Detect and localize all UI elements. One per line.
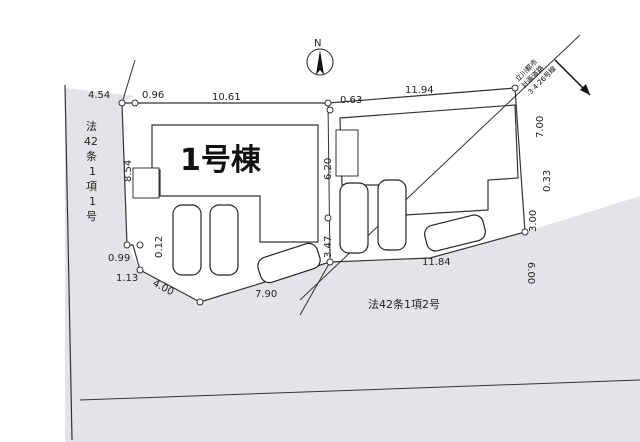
left-road-label: 法 42 条 1 項 1 号 xyxy=(84,119,98,223)
car-icon xyxy=(209,204,239,276)
dim-label: 7.90 xyxy=(255,289,277,300)
leader-line xyxy=(299,261,331,316)
road-edge xyxy=(79,379,640,401)
road-edge xyxy=(121,59,136,104)
car-icon xyxy=(172,204,202,276)
road-edge xyxy=(64,84,73,441)
car-icon xyxy=(339,182,369,254)
dim-label: 6.00 xyxy=(525,262,536,284)
dim-label: 7.00 xyxy=(535,116,546,138)
svg-text:1: 1 xyxy=(89,165,96,178)
svg-text:1: 1 xyxy=(89,195,96,208)
dim-label: 10.61 xyxy=(212,92,241,103)
lot-divider xyxy=(327,102,331,263)
north-arrow-icon xyxy=(316,50,324,75)
svg-text:項: 項 xyxy=(86,180,97,193)
entrance-porch xyxy=(132,167,160,199)
dim-label: 4.54 xyxy=(88,90,110,101)
entrance-porch xyxy=(335,129,359,177)
car-icon xyxy=(377,179,407,251)
north-label: N xyxy=(314,38,321,49)
dim-label: 0.63 xyxy=(340,95,362,106)
dim-label: 6.20 xyxy=(323,158,334,180)
dim-label: 11.84 xyxy=(422,257,451,268)
road-area xyxy=(65,88,640,442)
planned-road-label: 立川都市 計画道路 3·4·26号線 xyxy=(513,57,558,96)
dim-label: 0.12 xyxy=(154,236,165,258)
dim-label: 11.94 xyxy=(405,85,434,96)
svg-text:条: 条 xyxy=(86,149,97,163)
dim-label: 3.00 xyxy=(528,210,539,232)
planned-road-line xyxy=(299,34,581,301)
dim-label: 1.13 xyxy=(116,273,138,284)
dim-label: 3.47 xyxy=(323,236,334,258)
building-label: 1号棟 xyxy=(180,143,262,178)
dim-label: 0.99 xyxy=(108,253,130,264)
car-icon xyxy=(424,214,486,252)
dim-label: 8.54 xyxy=(123,160,134,182)
svg-text:法: 法 xyxy=(86,119,97,133)
dim-label: 0.33 xyxy=(542,170,553,192)
arrowhead-icon xyxy=(580,84,590,95)
bottom-road-label: 法42条1項2号 xyxy=(368,297,440,311)
svg-text:42: 42 xyxy=(84,135,98,148)
car-icon xyxy=(257,242,321,284)
svg-text:号: 号 xyxy=(86,210,97,223)
dim-label: 0.96 xyxy=(142,90,164,101)
